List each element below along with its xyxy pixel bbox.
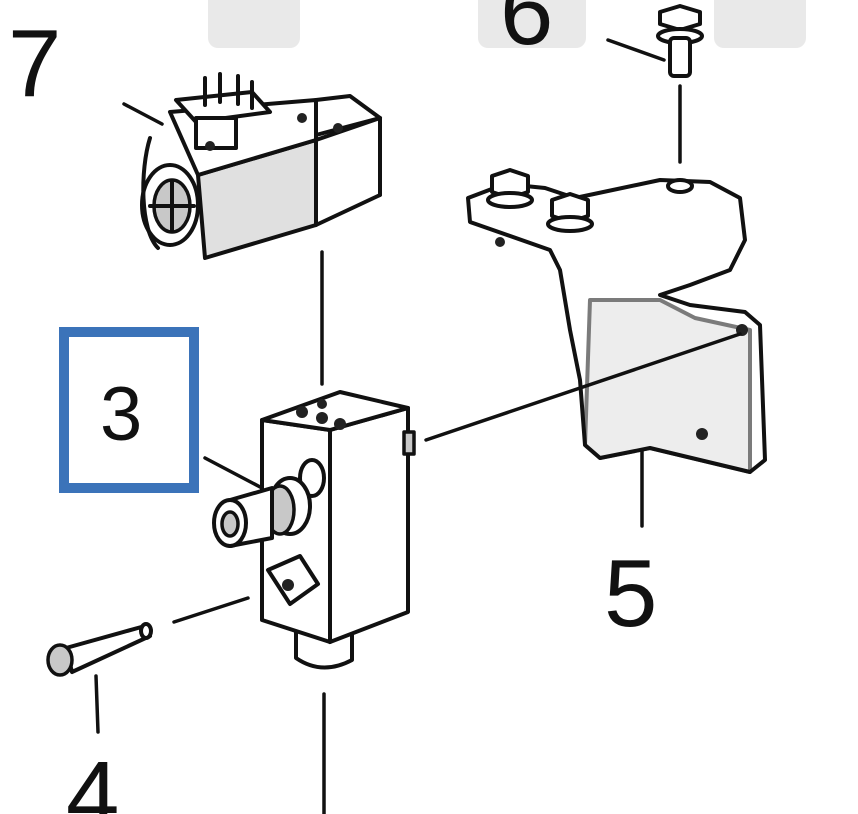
item-3-highlight-box	[59, 327, 199, 493]
item-label-5: 5	[604, 540, 657, 647]
background-tab-1	[208, 0, 300, 48]
part-6-bolt	[656, 4, 704, 78]
background-tab-2	[478, 0, 586, 48]
item-label-3: 3	[100, 372, 142, 457]
leader-lines	[94, 38, 742, 814]
part-5-bracket	[466, 168, 767, 474]
leader-line-6	[606, 38, 666, 62]
leader-line-7	[122, 102, 164, 126]
part-4-pin	[46, 622, 153, 677]
leader-line-4-to-3	[172, 596, 250, 624]
leader-line-3	[203, 456, 264, 490]
part-3-valve-block	[212, 390, 416, 670]
part-7-solenoid	[140, 72, 382, 260]
background-tab-3	[714, 0, 806, 48]
item-label-6: 6	[500, 0, 553, 65]
background-tabs	[208, 0, 806, 48]
leader-line-bracket	[424, 332, 742, 442]
item-label-7: 7	[8, 10, 61, 117]
item-label-4: 4	[66, 742, 119, 814]
leader-line-4	[94, 674, 100, 734]
